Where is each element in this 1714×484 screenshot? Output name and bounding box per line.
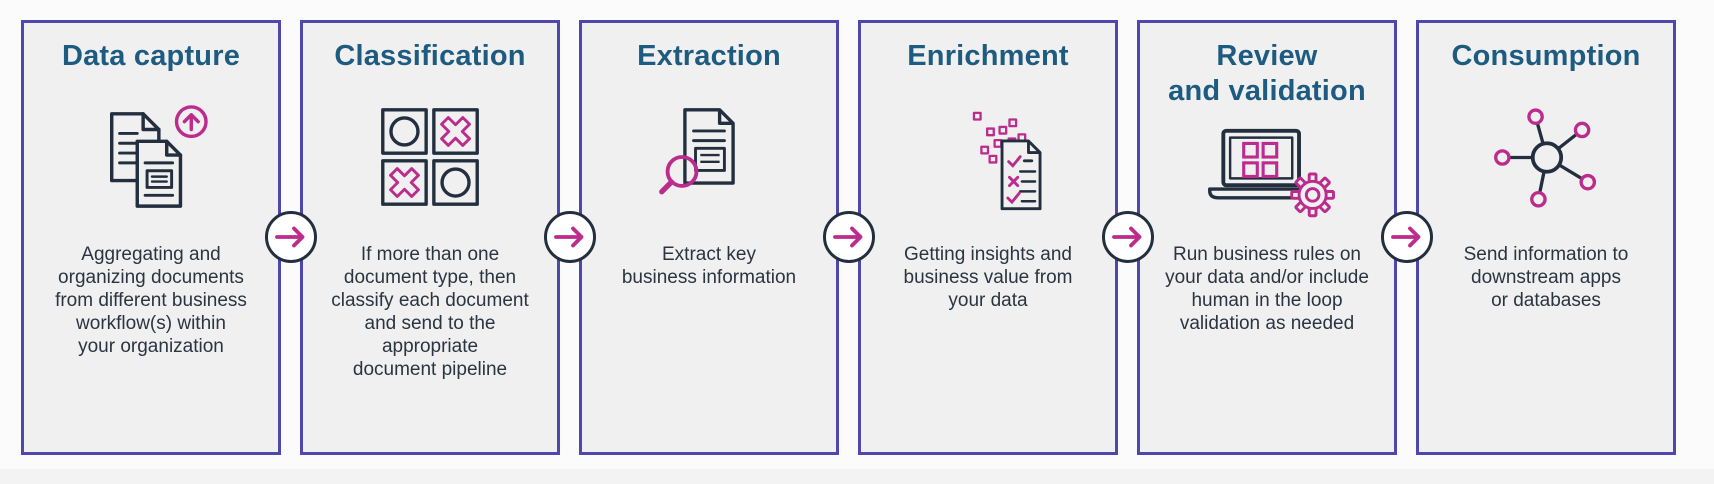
stage-icon-area [24, 74, 278, 240]
document-search-icon [659, 108, 735, 195]
stage-description: Send information to downstream apps or d… [1463, 244, 1629, 311]
arrow-right-icon [1380, 210, 1434, 264]
stage-card-classification: Classification If more than one document… [300, 20, 560, 455]
data-insights-icon [972, 111, 1042, 210]
upload-documents-icon [109, 105, 208, 208]
network-hub-icon [1494, 107, 1597, 208]
stage-title: Classification [334, 40, 526, 72]
stage-icon-area [1419, 74, 1673, 240]
stage-icon-area [1140, 109, 1394, 240]
stage-card-consumption: Consumption Send [1416, 20, 1676, 455]
classification-grid-icon [381, 108, 479, 206]
stage-title: Review and validation [1168, 40, 1366, 107]
stage-card-extraction: Extraction Extract key business infor [579, 20, 839, 455]
stage-icon-area [582, 74, 836, 240]
stage-card-data-capture: Data capture [21, 20, 281, 455]
stage-description: Run business rules on your data and/or i… [1165, 244, 1369, 334]
page-bottom-strip [0, 469, 1714, 484]
stage-icon-area [303, 74, 557, 240]
arrow-right-icon [543, 210, 597, 264]
stage-description: Aggregating and organizing documents fro… [55, 244, 247, 357]
stage-title: Enrichment [907, 40, 1069, 72]
stage-card-review-validation: Review and validation [1137, 20, 1397, 455]
laptop-gear-icon [1208, 128, 1335, 218]
stage-title: Consumption [1451, 40, 1641, 72]
stage-card-enrichment: Enrichment [858, 20, 1118, 455]
stage-title: Extraction [637, 40, 781, 72]
arrow-right-icon [1101, 210, 1155, 264]
arrow-right-icon [264, 210, 318, 264]
stage-description: Extract key business information [621, 244, 797, 288]
stage-description: Getting insights and business value from… [903, 244, 1073, 311]
stage-title: Data capture [61, 40, 241, 72]
arrow-right-icon [822, 210, 876, 264]
stage-icon-area [861, 74, 1115, 240]
stage-description: If more than one document type, then cla… [331, 244, 529, 380]
